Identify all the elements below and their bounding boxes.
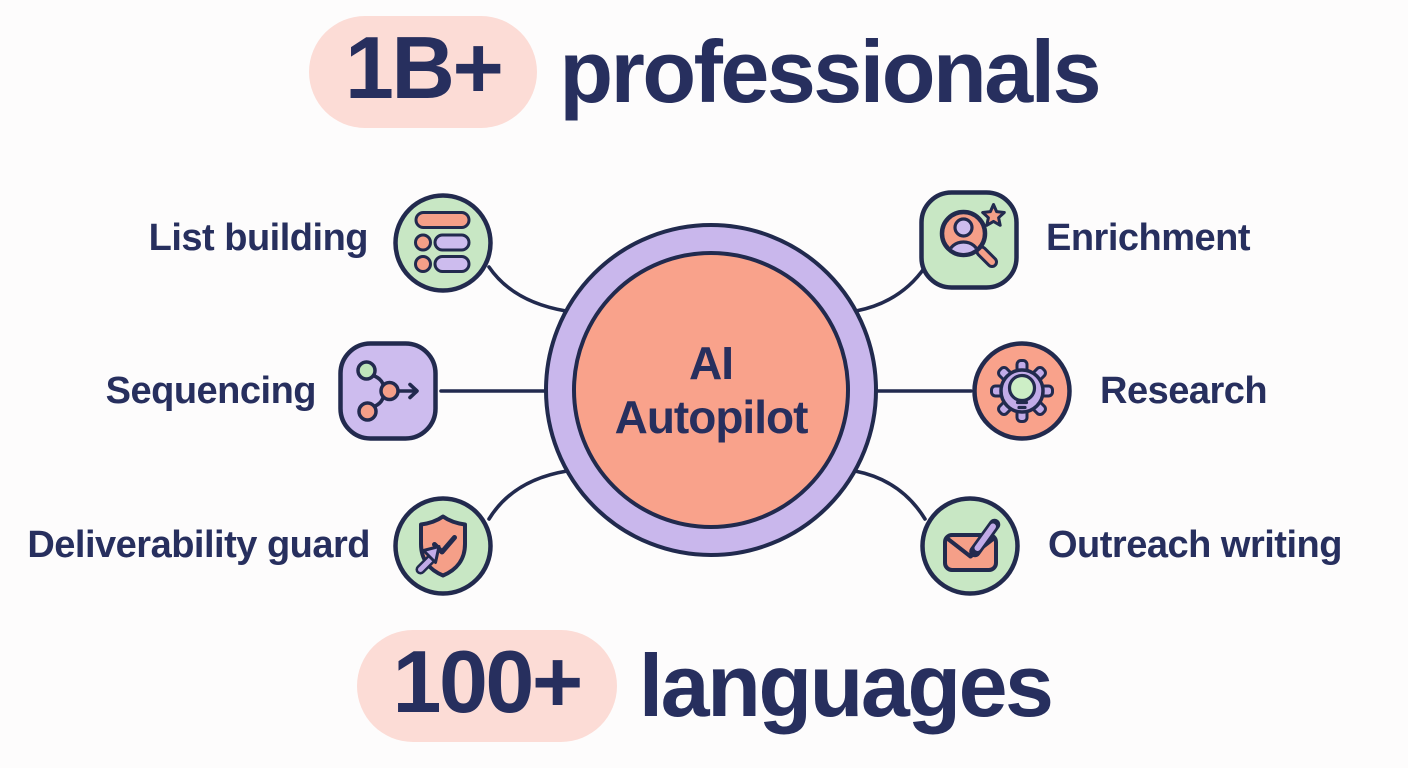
bottom-banner-text: languages [638,636,1054,735]
connector-bottom-left [487,469,569,521]
branch-arrow-icon [336,339,440,443]
list-icon [391,191,495,295]
bottom-banner: 100+ languages [0,630,1408,743]
top-banner-text: professionals [559,22,1101,121]
connector-bottom-right [853,469,927,521]
feature-label-research: Research [1100,370,1268,412]
connector-top-left [487,265,568,313]
hub-title-line2: Autopilot [614,391,809,443]
feature-label-outreach-writing: Outreach writing [1048,524,1342,566]
gear-lightbulb-icon [970,339,1074,443]
feature-label-sequencing: Sequencing [105,370,317,412]
hub-ring: AI Autopilot [544,223,878,557]
hub-node: AI Autopilot [572,251,850,529]
top-banner-highlight-pill: 1B+ [308,16,538,129]
top-banner: 1B+ professionals [0,16,1408,129]
feature-label-list-building: List building [148,217,369,259]
feature-label-enrichment: Enrichment [1046,217,1251,259]
connector-top-right [854,265,927,313]
hub-title-line1: AI [689,336,734,389]
bottom-banner-highlight-pill: 100+ [356,630,617,743]
person-search-star-icon [917,188,1021,292]
envelope-pencil-icon [918,494,1022,598]
feature-label-deliverability-guard: Deliverability guard [27,524,370,566]
shield-check-cursor-icon [391,494,495,598]
